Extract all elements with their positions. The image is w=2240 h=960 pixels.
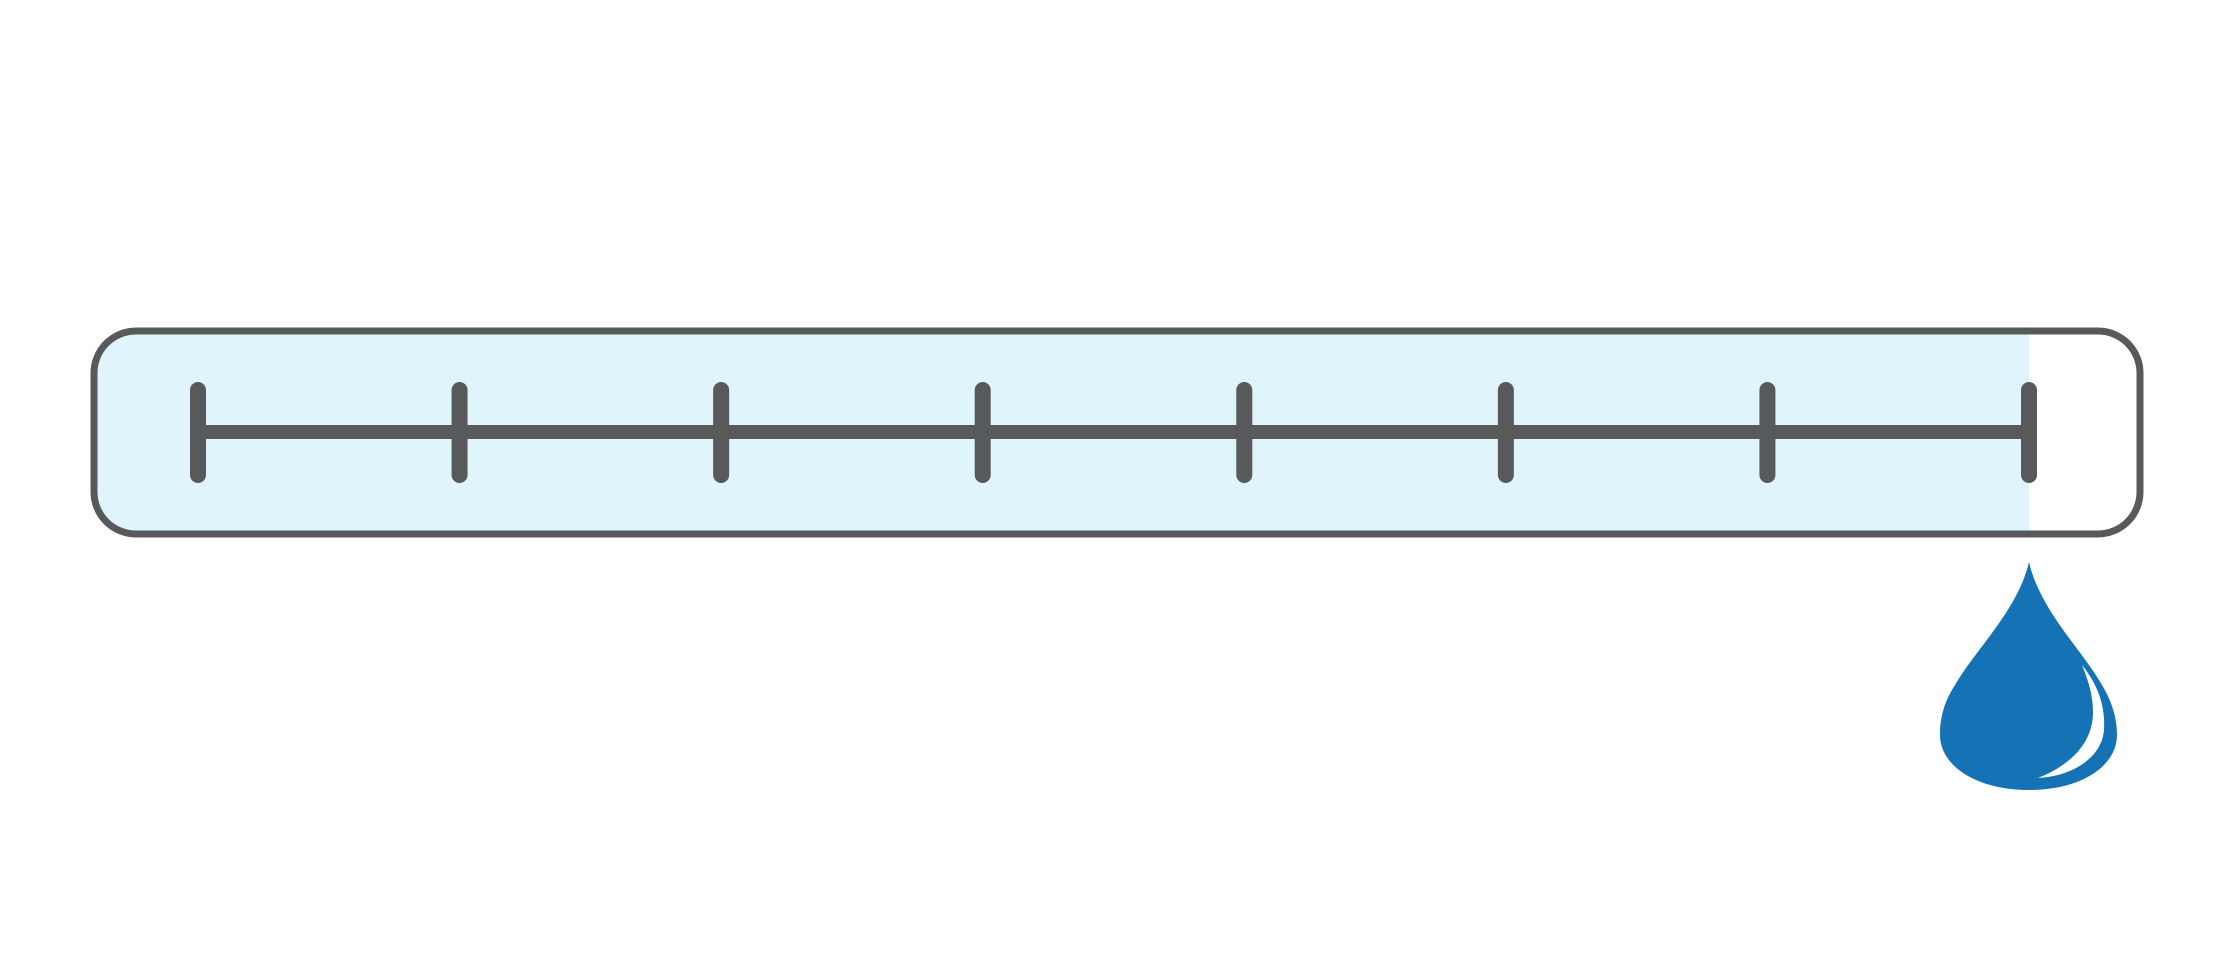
scale-tick [1759,382,1776,483]
tube [90,327,2144,538]
scale-ticks [190,382,2037,483]
scale-tick [451,382,468,483]
scale-tick [1236,382,1253,483]
scale-tick [190,382,206,483]
scale-tick [1497,382,1514,483]
tube-outline [90,327,2144,538]
drop-body [1940,562,2117,790]
drop-highlight [2038,665,2105,778]
water-drop-icon [1940,562,2117,790]
scale-tick [2021,382,2037,483]
scale-bar [198,425,2029,439]
scale-tick [974,382,991,483]
scale-tick [713,382,730,483]
